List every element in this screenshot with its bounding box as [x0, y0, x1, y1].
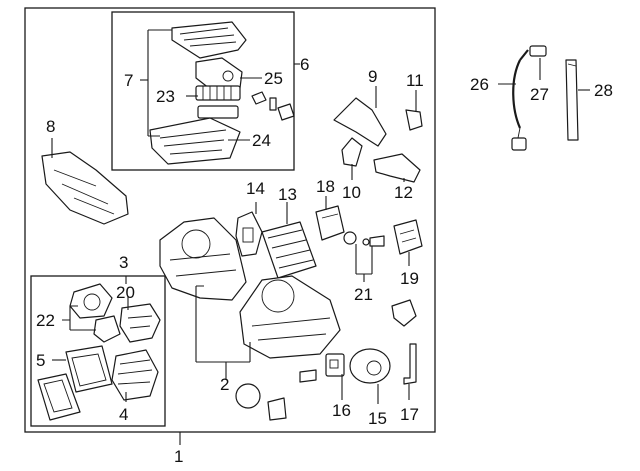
callout-24: 24: [252, 131, 271, 150]
part-misc-bottom[interactable]: [235, 369, 317, 421]
part-28-drain-hose[interactable]: [565, 59, 579, 141]
callout-16: 16: [332, 401, 351, 420]
callout-3: 3: [119, 253, 128, 272]
part-15-blower-motor[interactable]: [349, 348, 391, 384]
callout-5: 5: [36, 351, 45, 370]
callout-9: 9: [368, 67, 377, 86]
part-2-lower-hvac-case[interactable]: [239, 275, 341, 359]
part-13-evaporator[interactable]: [261, 221, 317, 279]
part-27-sensor-head[interactable]: [529, 45, 547, 57]
part-26-harness[interactable]: [511, 49, 529, 151]
callout-19: 19: [400, 269, 419, 288]
part-21-sensor[interactable]: [343, 231, 385, 247]
callout-1: 1: [174, 447, 183, 466]
callout-25: 25: [264, 69, 283, 88]
callout-21: 21: [354, 285, 373, 304]
callout-22: 22: [36, 311, 55, 330]
part-18-module[interactable]: [315, 205, 345, 241]
sub-assembly-3-frame: [30, 275, 166, 427]
callout-27: 27: [530, 85, 549, 104]
part-20-bracket[interactable]: [119, 303, 161, 343]
callout-23: 23: [156, 87, 175, 106]
part-23-connector-strip[interactable]: [195, 85, 241, 119]
part-22-blower-cover[interactable]: [69, 283, 121, 343]
part-4-blower-case[interactable]: [111, 349, 159, 401]
part-8-duct[interactable]: [41, 151, 129, 225]
callout-14: 14: [246, 179, 265, 198]
part-11-bracket[interactable]: [405, 109, 423, 131]
callout-labels: 1 2 3 4 5 6 7 8 9 10 11 12 13 14 15 16 1…: [36, 55, 613, 466]
leader-lines: [51, 29, 590, 445]
main-assembly-frame: [24, 7, 436, 433]
sub-assembly-6-frame: [111, 11, 295, 171]
part-12-duct[interactable]: [373, 153, 421, 183]
part-9-duct[interactable]: [333, 97, 387, 147]
callout-2: 2: [220, 375, 229, 394]
callout-6: 6: [300, 55, 309, 74]
part-10-actuator[interactable]: [341, 137, 363, 167]
callout-11: 11: [406, 71, 424, 90]
callout-18: 18: [316, 177, 335, 196]
part-6-upper-housing[interactable]: [171, 21, 247, 59]
part-clip-right[interactable]: [391, 299, 417, 327]
part-17-hose[interactable]: [403, 343, 417, 385]
callout-13: 13: [278, 185, 297, 204]
callout-8: 8: [46, 117, 55, 136]
part-14-seal[interactable]: [235, 211, 263, 257]
callout-7: 7: [124, 71, 133, 90]
part-filter-element[interactable]: [37, 373, 81, 421]
callout-20: 20: [116, 283, 135, 302]
part-24-lower-housing[interactable]: [149, 117, 241, 165]
callout-10: 10: [342, 183, 361, 202]
part-5-filter-frame[interactable]: [65, 345, 113, 393]
part-fasteners-small[interactable]: [251, 91, 295, 121]
callout-28: 28: [594, 81, 613, 100]
callout-26: 26: [470, 75, 489, 94]
callout-12: 12: [394, 183, 413, 202]
part-16-connector[interactable]: [325, 353, 345, 377]
callout-15: 15: [368, 409, 387, 428]
callout-4: 4: [119, 405, 128, 424]
part-19-resistor[interactable]: [393, 219, 423, 255]
callout-17: 17: [400, 405, 419, 424]
part-2-upper-hvac-case[interactable]: [159, 217, 247, 301]
